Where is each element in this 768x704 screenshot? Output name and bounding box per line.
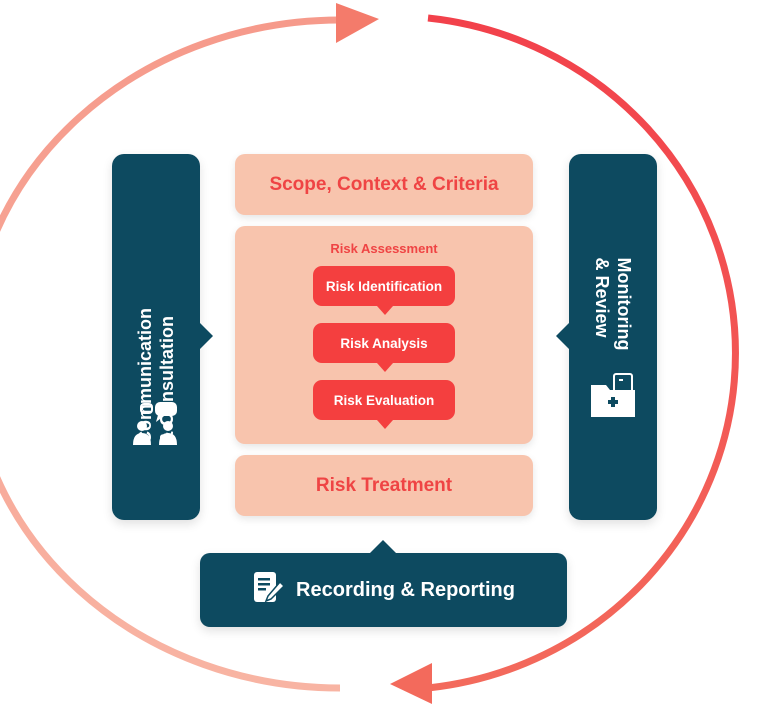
recording-reporting-label: Recording & Reporting (296, 578, 515, 601)
step-label: Risk Identification (325, 278, 443, 294)
left-panel-pointer (200, 323, 213, 349)
recording-reporting-panel: Recording & Reporting (200, 540, 567, 627)
folder-plus-icon (588, 371, 638, 426)
bottom-panel-pointer (370, 540, 396, 553)
cycle-arrowhead-top (336, 3, 379, 43)
scope-context-criteria-box: Scope, Context & Criteria (235, 154, 533, 215)
document-pen-icon (252, 570, 286, 611)
cycle-arc-right (427, 14, 739, 692)
risk-treatment-label: Risk Treatment (315, 474, 453, 496)
risk-assessment-title: Risk Assessment (330, 241, 438, 256)
risk-assessment-box: Risk Assessment Risk Identification Risk… (235, 226, 533, 444)
monitoring-review-panel: Monitoring & Review (556, 154, 657, 520)
right-panel-pointer (556, 323, 569, 349)
monitoring-review-label: Monitoring & Review (591, 258, 635, 351)
cycle-arc-left (0, 16, 341, 692)
scope-label: Scope, Context & Criteria (269, 173, 499, 195)
cycle-arrowhead-bottom (390, 663, 432, 704)
risk-treatment-box: Risk Treatment (235, 455, 533, 516)
communication-consultation-panel: Communication & Consultation (112, 154, 213, 520)
right-label-line2: & Review (592, 257, 612, 338)
step-risk-analysis: Risk Analysis (313, 323, 455, 372)
people-chat-icon (132, 401, 180, 452)
right-label-line1: Monitoring (614, 257, 634, 351)
step-risk-evaluation: Risk Evaluation (313, 380, 455, 429)
step-risk-identification: Risk Identification (313, 266, 455, 315)
step-label: Risk Evaluation (333, 392, 435, 408)
step-label: Risk Analysis (340, 335, 428, 351)
